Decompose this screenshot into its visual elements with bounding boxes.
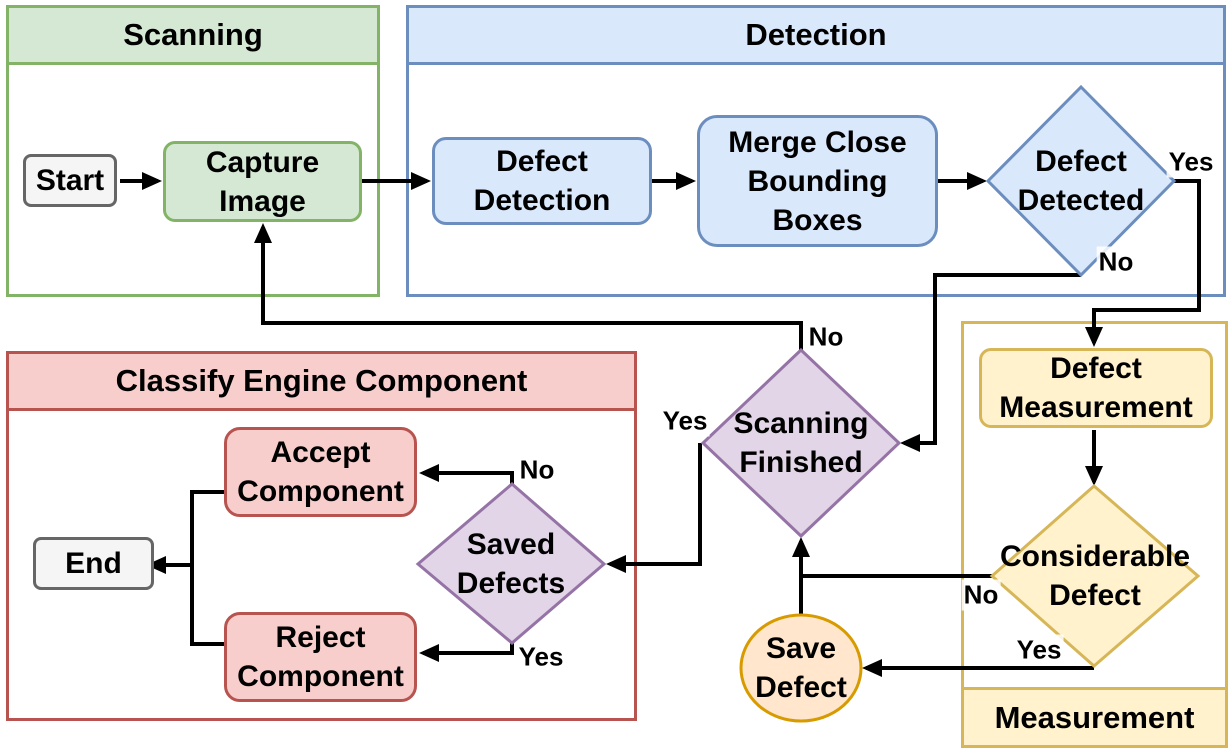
node-defect-measurement: Defect Measurement (979, 348, 1213, 428)
node-end: End (33, 537, 154, 590)
node-reject-component: Reject Component (224, 612, 417, 702)
node-scanning-finished-label: Scanning Finished (733, 407, 869, 479)
group-classify-title: Classify Engine Component (9, 354, 634, 411)
label-considerable-defect-no: No (961, 579, 1001, 611)
node-save-defect-label: Save Defect (755, 632, 847, 704)
label-saved-defects-yes: Yes (516, 641, 566, 673)
group-detection-title: Detection (409, 8, 1223, 65)
group-measurement-title: Measurement (964, 687, 1225, 745)
node-saved-defects-label: Saved Defects (456, 527, 566, 600)
node-defect-detected-label: Defect Detected (1017, 145, 1145, 217)
group-scanning-title: Scanning (9, 8, 377, 65)
node-capture-image: Capture Image (163, 141, 362, 222)
node-merge-close-bounding-boxes: Merge Close Bounding Boxes (697, 115, 938, 247)
node-accept-component: Accept Component (224, 427, 417, 517)
label-saved-defects-no: No (517, 454, 557, 486)
label-defect-detected-no: No (1096, 246, 1136, 278)
label-considerable-defect-yes: Yes (1014, 634, 1064, 666)
label-defect-detected-yes: Yes (1166, 146, 1216, 178)
node-defect-detection: Defect Detection (432, 137, 652, 225)
label-scanning-finished-yes: Yes (660, 405, 710, 437)
node-start: Start (23, 154, 117, 207)
label-scanning-finished-no: No (806, 321, 846, 353)
